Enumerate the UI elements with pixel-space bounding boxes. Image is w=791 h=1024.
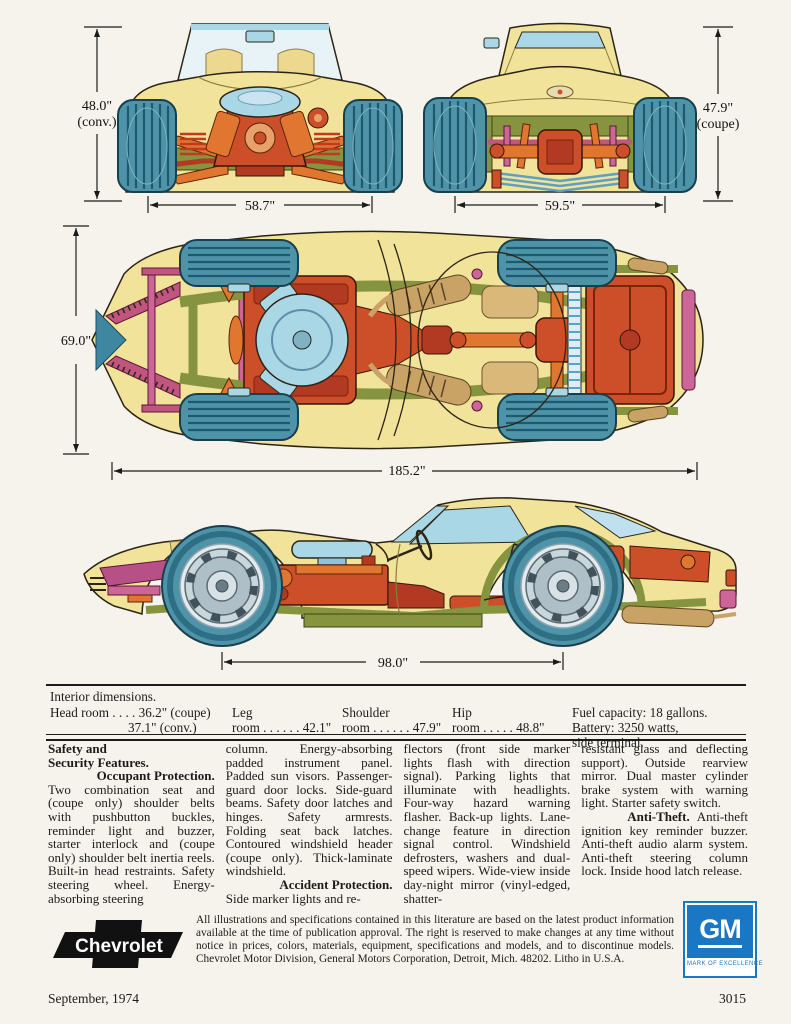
anti-theft-paragraph: Anti-Theft. Anti-theft ignition key remi… xyxy=(581,810,748,878)
legal-disclaimer: All illustrations and specifications con… xyxy=(196,914,674,966)
front-view-car xyxy=(117,23,403,193)
top-view-car xyxy=(91,230,704,450)
interior-dimensions-title: Interior dimensions. xyxy=(50,689,157,704)
features-column-4: resistant glass and deflecting support).… xyxy=(581,742,748,905)
steering-wheel xyxy=(415,529,433,561)
accident-protection-text-end: resistant glass and deflecting support).… xyxy=(581,741,748,811)
fuel-battery-spec: Fuel capacity: 18 gallons. Battery: 3250… xyxy=(572,705,708,750)
features-column-1: Safety and Security Features. Occupant P… xyxy=(48,742,215,905)
leg-room-line1: Leg xyxy=(232,705,253,720)
anti-theft-text: Anti-theft ignition key reminder buzzer.… xyxy=(581,808,748,879)
taillight xyxy=(725,569,737,587)
front-view-illustration: 48.0" (conv.) 58.7" xyxy=(77,23,403,214)
accident-protection-text-cont: flectors (front side marker lights flash… xyxy=(403,741,571,906)
occupant-protection-text-cont: column. Energy-absorbing padded instrume… xyxy=(225,741,393,879)
head-room-line2: 37.1" (conv.) xyxy=(128,720,197,735)
wheelbase-label: 98.0" xyxy=(378,656,408,671)
side-view-illustration: 98.0" xyxy=(83,497,737,671)
radiator xyxy=(95,308,127,372)
occupant-protection-text: Two combination seat and (coupe only) sh… xyxy=(48,781,215,906)
features-heading-line1: Safety and xyxy=(48,741,107,756)
battery-line1: Battery: 3250 watts, xyxy=(572,720,679,735)
shoulder-room-spec: Shoulder room . . . . . . 47.9" xyxy=(342,705,441,735)
fuel-tank xyxy=(629,545,711,583)
leg-room-spec: Leg room . . . . . . 42.1" xyxy=(232,705,331,735)
front-height-label: 48.0" xyxy=(82,99,112,114)
head-room-spec: Head room . . . . 36.2" (coupe) 37.1" (c… xyxy=(50,705,211,735)
seat xyxy=(481,285,539,319)
chevrolet-logo-text: Chevrolet xyxy=(75,936,163,957)
rearview-mirror xyxy=(245,30,275,43)
chevrolet-bowtie-logo: Chevrolet xyxy=(53,920,183,968)
document-number: 3015 xyxy=(719,991,746,1006)
accident-protection-subhead: Accident Protection. xyxy=(279,876,393,892)
overall-width-label: 69.0" xyxy=(61,334,91,349)
features-heading-line2: Security Features. xyxy=(48,754,149,770)
gm-logo-text: GM xyxy=(698,915,742,948)
publication-date: September, 1974 xyxy=(48,991,139,1006)
rear-window xyxy=(514,31,606,49)
gm-logo-box: GM xyxy=(687,905,753,958)
occupant-protection-subhead: Occupant Protection. xyxy=(96,768,215,784)
rear-tires xyxy=(423,97,697,193)
rear-window xyxy=(574,505,657,539)
side-view-car xyxy=(83,497,737,647)
shoulder-room-line2: room . . . . . . 47.9" xyxy=(342,720,442,735)
front-height-note: (conv.) xyxy=(77,115,116,130)
rear-track-label: 59.5" xyxy=(545,199,575,214)
air-cleaner xyxy=(291,540,373,559)
fuel-capacity: Fuel capacity: 18 gallons. xyxy=(572,705,708,720)
battery-line2: side terminal. xyxy=(572,735,644,750)
rear-bumper xyxy=(681,289,696,391)
top-view-illustration: 69.0" 185.2" xyxy=(61,225,704,480)
rear-height-label: 47.9" xyxy=(703,101,733,116)
hip-room-line2: room . . . . . 48.8" xyxy=(452,720,545,735)
transmission xyxy=(387,581,445,609)
muffler xyxy=(621,605,715,628)
gm-logo: GM MARK OF EXCELLENCE xyxy=(683,901,763,978)
gm-logo-tagline: MARK OF EXCELLENCE xyxy=(687,961,763,967)
overall-length-label: 185.2" xyxy=(388,464,425,479)
rear-height-note: (coupe) xyxy=(697,117,740,132)
seat xyxy=(481,361,539,395)
hip-room-spec: Hip room . . . . . 48.8" xyxy=(452,705,545,735)
front-wheel xyxy=(161,525,283,647)
rear-view-car xyxy=(423,22,697,193)
hip-room-line1: Hip xyxy=(452,705,472,720)
accident-protection-text: Side marker lights and re- xyxy=(225,890,361,906)
rear-view-illustration: 47.9" (coupe) 59.5" xyxy=(423,22,740,214)
shoulder-room-line1: Shoulder xyxy=(342,705,390,720)
features-column-3: flectors (front side marker lights flash… xyxy=(404,742,571,905)
leg-room-line2: room . . . . . . 42.1" xyxy=(232,720,332,735)
rear-wheel xyxy=(502,525,624,647)
features-column-2: column. Energy-absorbing padded instrume… xyxy=(226,742,393,905)
side-marker xyxy=(127,594,153,603)
front-track-label: 58.7" xyxy=(245,199,275,214)
windshield xyxy=(390,505,450,543)
divider-rule-bottom xyxy=(46,734,746,741)
safety-features-section: Safety and Security Features. Occupant P… xyxy=(48,742,748,905)
head-room-line1: Head room . . . . 36.2" (coupe) xyxy=(50,705,211,720)
anti-theft-subhead: Anti-Theft. xyxy=(627,808,690,824)
front-tires xyxy=(117,99,403,193)
divider-rule-top xyxy=(46,684,746,686)
